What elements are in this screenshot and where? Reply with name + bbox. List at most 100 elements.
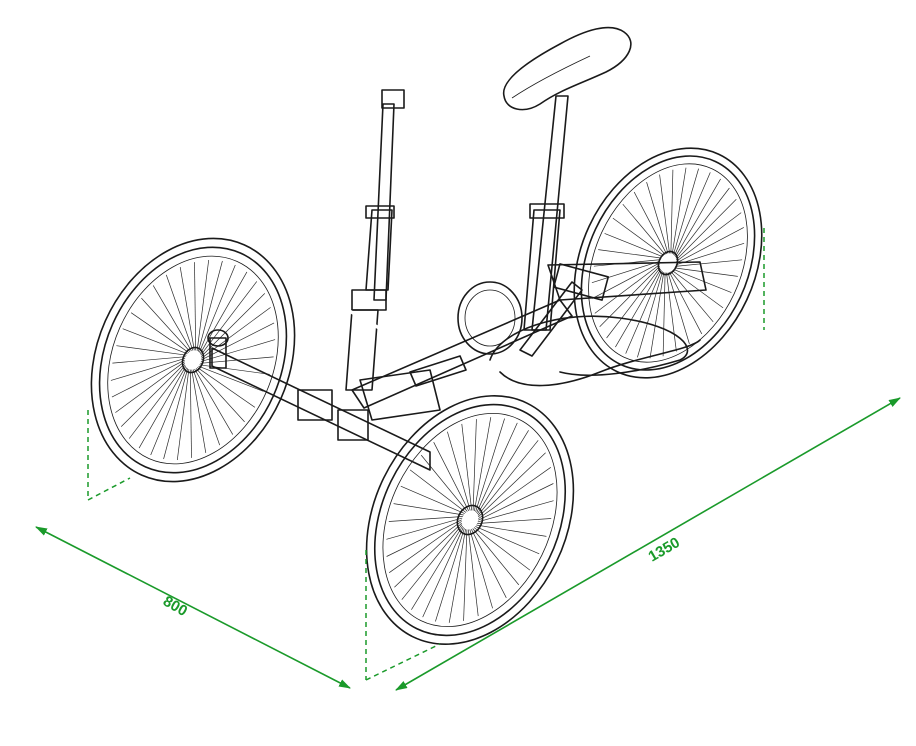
wheel-spoke bbox=[463, 529, 468, 621]
wheel-spoke bbox=[435, 528, 465, 622]
wheel-spoke bbox=[662, 272, 666, 357]
length-dimension bbox=[395, 397, 901, 691]
wheel-rear-right bbox=[573, 147, 763, 379]
wheel-spoke bbox=[198, 365, 264, 392]
wheel-spoke bbox=[165, 274, 194, 351]
wheel-spoke bbox=[130, 312, 189, 353]
wheel-spoke bbox=[673, 268, 732, 293]
wheel-spoke bbox=[196, 259, 210, 351]
wheel-spoke bbox=[138, 366, 187, 449]
wheel-spoke bbox=[195, 368, 245, 423]
wheel-spoke bbox=[409, 469, 467, 513]
wheel-spoke bbox=[625, 270, 662, 354]
wheel-spoke bbox=[472, 419, 477, 511]
wheel-spoke bbox=[110, 358, 186, 381]
wheel-spoke bbox=[475, 526, 540, 555]
wheel-spoke bbox=[612, 217, 665, 256]
wheel-spoke bbox=[669, 271, 703, 335]
wheel-spoke bbox=[201, 322, 275, 361]
wheel-spoke bbox=[670, 169, 674, 254]
wheel-spoke bbox=[675, 187, 730, 259]
wheel-spoke bbox=[150, 367, 188, 456]
wheel-spoke bbox=[120, 363, 186, 427]
wheel-spoke bbox=[676, 212, 742, 262]
wheel-spoke bbox=[604, 233, 663, 258]
wheel-spoke bbox=[674, 178, 721, 257]
wheel-spoke bbox=[615, 269, 662, 348]
wheel-spoke bbox=[128, 364, 186, 439]
wheel-spoke bbox=[122, 328, 188, 355]
wheel-front-right bbox=[365, 395, 575, 645]
wheel-spoke bbox=[388, 521, 462, 573]
seat-post bbox=[523, 95, 569, 331]
wheel-spoke bbox=[594, 264, 660, 314]
wheel-spoke bbox=[112, 356, 186, 364]
steering-column bbox=[304, 103, 395, 391]
saddle bbox=[502, 26, 632, 111]
wheel-spoke bbox=[152, 285, 192, 352]
wheel-spoke bbox=[676, 199, 737, 261]
wheel-spoke bbox=[176, 369, 190, 461]
length-dimension-label: 1350 bbox=[646, 534, 683, 565]
wheel-spoke bbox=[199, 364, 270, 375]
wheel-spoke bbox=[674, 172, 711, 256]
wheel-spoke bbox=[116, 345, 187, 356]
wheel-spoke bbox=[478, 467, 552, 519]
wheel-spoke bbox=[659, 174, 670, 254]
wheel-spoke bbox=[179, 267, 195, 351]
handlebar bbox=[314, 36, 480, 126]
wheel-spoke bbox=[633, 191, 667, 255]
wheel-spoke bbox=[198, 264, 236, 353]
wheel-spoke bbox=[667, 272, 690, 345]
wheel-spoke bbox=[598, 249, 662, 259]
wheel-spoke bbox=[386, 519, 462, 557]
wheel-front-left bbox=[90, 237, 296, 483]
wheel-spoke bbox=[469, 529, 493, 609]
wheel-spoke bbox=[192, 369, 221, 446]
wheel-spoke bbox=[194, 368, 234, 435]
wheel-spoke bbox=[191, 369, 207, 453]
wheel-spoke bbox=[478, 483, 554, 521]
wheel-spoke bbox=[475, 418, 505, 512]
wheel-spoke bbox=[474, 417, 492, 512]
wheel-spoke bbox=[676, 227, 744, 264]
wheel-spoke bbox=[646, 181, 669, 254]
wheel-spoke bbox=[473, 527, 531, 571]
wheel-spoke bbox=[141, 297, 191, 352]
wheel-spoke bbox=[447, 431, 471, 511]
wheel-spoke bbox=[115, 361, 185, 413]
wheel-spoke bbox=[200, 339, 276, 362]
wheel-spoke bbox=[675, 259, 743, 267]
dimension-guides bbox=[87, 228, 765, 681]
wheel-spoke bbox=[200, 293, 266, 357]
wheel-spoke bbox=[394, 522, 462, 588]
wheel-spoke bbox=[671, 167, 687, 254]
wheel-spoke bbox=[163, 368, 189, 460]
wheel-spoke bbox=[201, 307, 271, 359]
wheel-spoke bbox=[649, 272, 665, 359]
wheel-spoke bbox=[666, 272, 677, 352]
wheel-spoke bbox=[194, 262, 197, 351]
wheel-spoke bbox=[591, 260, 661, 284]
wheel-spoke bbox=[675, 242, 745, 266]
wheel-spoke bbox=[477, 440, 539, 516]
wheel-spoke bbox=[674, 267, 738, 277]
width-dimension-label: 800 bbox=[160, 593, 190, 620]
wheel-spoke bbox=[670, 271, 714, 323]
width-dimension bbox=[35, 526, 351, 689]
wheel-spoke bbox=[448, 528, 466, 623]
wheel-spoke bbox=[400, 485, 465, 514]
wheel-spoke bbox=[197, 367, 256, 408]
wheel-spoke bbox=[111, 359, 185, 398]
wheel-spoke bbox=[189, 369, 192, 458]
wheel-spoke bbox=[478, 452, 546, 518]
wheel-spoke bbox=[606, 267, 661, 339]
wheel-spoke bbox=[622, 203, 666, 255]
wheel-spoke bbox=[637, 271, 663, 358]
wheel-spoke bbox=[197, 260, 223, 352]
wheel-spoke bbox=[199, 271, 248, 354]
wheel-spoke bbox=[393, 503, 464, 516]
wheel-spoke bbox=[673, 168, 699, 255]
